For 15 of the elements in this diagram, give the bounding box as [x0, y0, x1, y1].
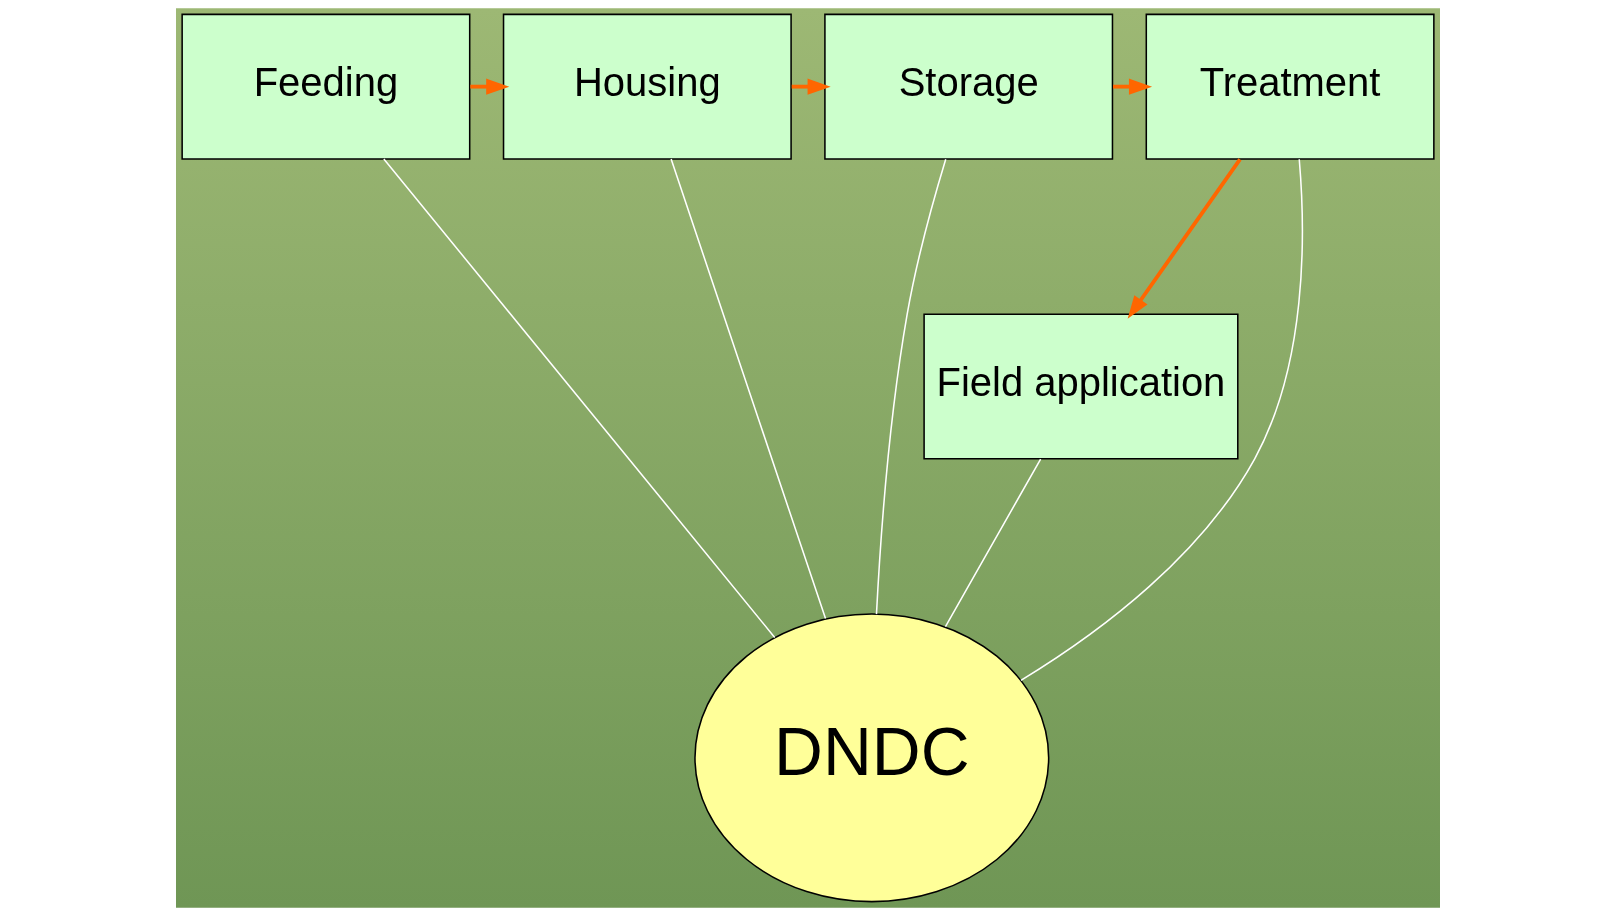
node-box: Housing [502, 13, 792, 160]
arrow [791, 78, 831, 95]
node-box: Treatment [1145, 13, 1435, 160]
connector [382, 158, 775, 639]
arrow [1112, 78, 1152, 95]
node-ellipse: DNDC [693, 613, 1049, 903]
connector [875, 158, 946, 615]
node-box: Field application [922, 313, 1239, 460]
node-box: Storage [823, 13, 1113, 160]
arrow [469, 78, 509, 95]
arrow [1127, 158, 1242, 319]
connector [669, 158, 826, 620]
node-box: Feeding [180, 13, 470, 160]
connector [944, 458, 1041, 628]
connector [1019, 158, 1303, 682]
